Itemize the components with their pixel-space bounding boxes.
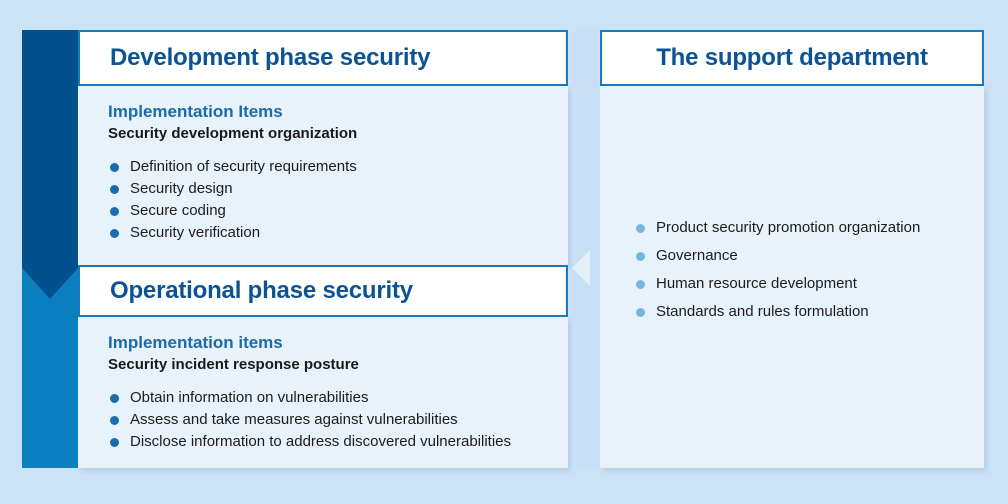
panel-header-support-department: The support department [600,30,984,86]
list-item: Standards and rules formulation [634,298,984,326]
list-item-label: Security verification [130,224,261,241]
subhead-implementation-items-development: Implementation Items [108,102,283,121]
list-item-label: Standards and rules formulation [656,303,869,320]
panel-body-operational: Implementation items Security incident r… [78,317,568,468]
list-item: Security verification [108,222,568,244]
column-connector-bar [572,30,598,468]
bullet-dot-icon [110,163,119,172]
bullet-dot-icon [110,394,119,403]
subhead-security-development-organization: Security development organization [108,125,358,142]
list-item-label: Product security promotion organization [656,219,921,236]
list-item-label: Definition of security requirements [130,158,357,175]
bullet-dot-icon [110,185,119,194]
bullet-dot-icon [110,416,119,425]
list-item: Security design [108,178,568,200]
panel-body-support-department: Product security promotion organization … [600,86,984,468]
list-item: Obtain information on vulnerabilities [108,387,568,409]
bullet-list-operational: Obtain information on vulnerabilities As… [108,387,568,453]
panel-title-operational: Operational phase security [110,277,413,304]
panel-header-operational: Operational phase security [78,265,568,317]
flow-bar-development [22,30,78,268]
bullet-dot-icon [110,229,119,238]
left-arrow-icon [572,250,590,286]
subhead-security-incident-response-posture: Security incident response posture [108,356,359,373]
list-item: Governance [634,242,984,270]
bullet-dot-icon [636,280,645,289]
list-item-label: Security design [130,180,233,197]
list-item-label: Human resource development [656,275,857,292]
list-item: Disclose information to address discover… [108,431,568,453]
list-item: Human resource development [634,270,984,298]
panel-body-development: Implementation Items Security developmen… [78,86,568,265]
panel-header-development: Development phase security [78,30,568,86]
bullet-list-development: Definition of security requirements Secu… [108,156,568,244]
list-item: Definition of security requirements [108,156,568,178]
list-item-label: Obtain information on vulnerabilities [130,389,369,406]
list-item: Assess and take measures against vulnera… [108,409,568,431]
bullet-list-support-department: Product security promotion organization … [600,86,984,326]
bullet-dot-icon [636,308,645,317]
list-item-label: Disclose information to address discover… [130,433,512,450]
bullet-dot-icon [110,207,119,216]
down-arrow-icon [22,268,78,299]
list-item: Secure coding [108,200,568,222]
subhead-implementation-items-operational: Implementation items [108,333,283,352]
bullet-dot-icon [636,252,645,261]
list-item-label: Secure coding [130,202,226,219]
bullet-dot-icon [110,438,119,447]
list-item-label: Governance [656,247,738,264]
bullet-dot-icon [636,224,645,233]
list-item: Product security promotion organization [634,214,984,242]
panel-title-support-department: The support department [656,44,928,71]
panel-title-development: Development phase security [110,44,431,71]
list-item-label: Assess and take measures against vulnera… [130,411,458,428]
